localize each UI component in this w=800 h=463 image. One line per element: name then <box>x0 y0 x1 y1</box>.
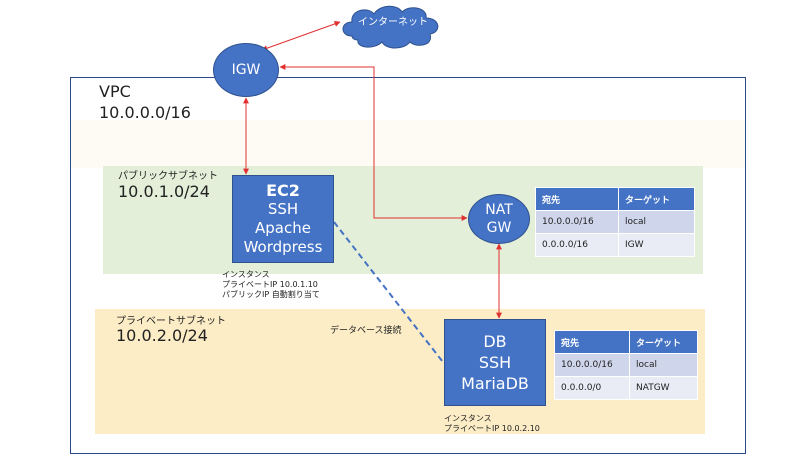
ec2-title: EC2 <box>266 181 300 200</box>
route-destination: 0.0.0.0/0 <box>554 376 630 400</box>
table-row: 10.0.0.0/16 local <box>535 210 695 234</box>
ec2-instance: EC2 SSH Apache Wordpress <box>232 175 334 263</box>
igw-nat-link <box>279 64 468 221</box>
ec2-note-line: プライベートIP 10.0.1.10 <box>222 280 318 289</box>
route-destination: 10.0.0.0/16 <box>554 353 630 377</box>
db-line-ssh: SSH <box>478 353 512 372</box>
nat-gateway-node: NAT GW <box>468 194 530 244</box>
vpc-cidr: 10.0.0.0/16 <box>99 103 191 122</box>
table-row: 0.0.0.0/0 NATGW <box>554 376 698 400</box>
route-target: NATGW <box>629 376 698 400</box>
header-destination: 宛先 <box>535 187 619 211</box>
header-destination: 宛先 <box>554 330 630 354</box>
igw-internet-link <box>261 21 341 51</box>
route-destination: 0.0.0.0/16 <box>535 233 619 257</box>
db-connection-label: データベース接続 <box>330 326 402 336</box>
db-note-line: プライベートIP 10.0.2.10 <box>444 424 540 433</box>
db-instance: DB SSH MariaDB <box>444 319 546 406</box>
route-destination: 10.0.0.0/16 <box>535 210 619 234</box>
public-subnet-cidr: 10.0.1.0/24 <box>118 182 210 201</box>
igw-label: IGW <box>231 62 261 78</box>
private-subnet-label: プライベートサブネット <box>116 316 226 327</box>
ec2-line-wordpress: Wordpress <box>243 238 323 256</box>
route-table-header: 宛先 ターゲット <box>554 330 698 354</box>
route-target: IGW <box>618 233 695 257</box>
vpc-label: VPC <box>99 82 131 101</box>
nat-label-line2: GW <box>486 220 512 236</box>
table-row: 10.0.0.0/16 local <box>554 353 698 377</box>
public-subnet-label: パブリックサブネット <box>118 171 218 182</box>
igw-node: IGW <box>213 43 279 97</box>
db-line-db: DB <box>483 332 507 351</box>
route-target: local <box>629 353 698 377</box>
private-route-table: 宛先 ターゲット 10.0.0.0/16 local 0.0.0.0/0 NAT… <box>554 330 698 400</box>
route-target: local <box>618 210 695 234</box>
internet-cloud-label: インターネット <box>358 17 428 28</box>
header-target: ターゲット <box>629 330 698 354</box>
internet-cloud-icon <box>342 5 439 49</box>
db-connection-line <box>333 221 447 367</box>
ec2-note: インスタンス プライベートIP 10.0.1.10 パブリックIP 自動割り当て <box>222 270 320 300</box>
table-row: 0.0.0.0/16 IGW <box>535 233 695 257</box>
header-target: ターゲット <box>618 187 695 211</box>
ec2-line-apache: Apache <box>255 219 311 237</box>
db-note: インスタンス プライベートIP 10.0.2.10 <box>444 414 540 434</box>
nat-label-line1: NAT <box>485 202 513 218</box>
ec2-note-line: インスタンス <box>222 270 270 279</box>
route-table-header: 宛先 ターゲット <box>535 187 695 211</box>
public-route-table: 宛先 ターゲット 10.0.0.0/16 local 0.0.0.0/16 IG… <box>535 187 695 257</box>
ec2-line-ssh: SSH <box>267 200 299 218</box>
db-note-line: インスタンス <box>444 414 492 423</box>
db-line-mariadb: MariaDB <box>461 374 529 393</box>
ec2-note-line: パブリックIP 自動割り当て <box>222 290 320 299</box>
private-subnet-cidr: 10.0.2.0/24 <box>116 326 208 345</box>
